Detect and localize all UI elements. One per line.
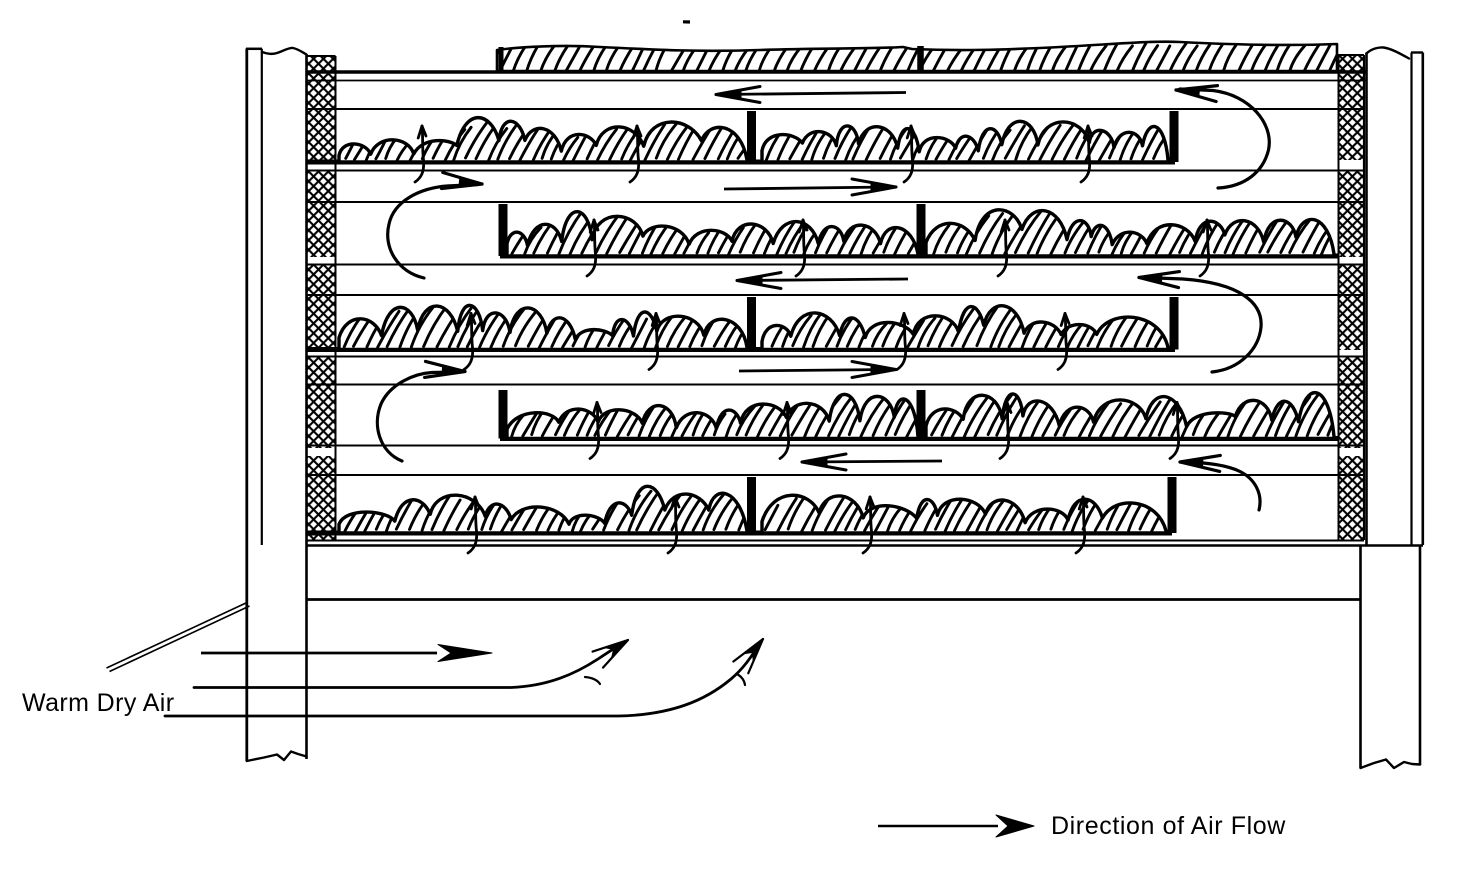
svg-text:Warm Dry Air: Warm Dry Air	[22, 689, 174, 717]
svg-text:Direction of Air Flow: Direction of Air Flow	[1051, 812, 1286, 840]
